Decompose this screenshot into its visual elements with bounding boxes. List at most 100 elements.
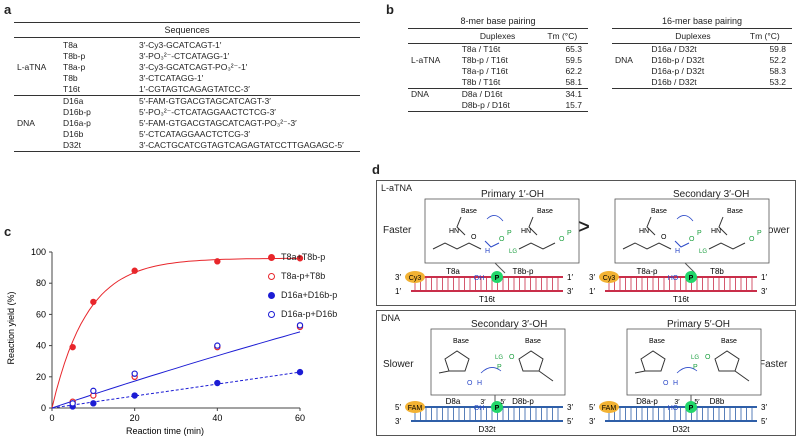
left-speed: Faster [383,225,412,236]
strand-end-label: 3′ [589,273,595,282]
duplex-name: D16b / D32t [648,77,738,89]
y-tick-label: 0 [41,403,46,413]
oligo-name: D16b-p [63,107,91,117]
oh-bond [674,240,690,248]
linker [528,216,538,236]
junction-label: 5′ [500,399,506,406]
right-title: Primary 5′-OH [667,319,730,330]
category-cell [14,84,60,96]
oligo-name: D16a [60,95,136,107]
h-label: H [485,248,490,255]
duplex-name: T8b-p / T16t [461,55,508,65]
legend-label: D16a-p+D16b [281,309,338,319]
dye-label: Cy3 [409,275,422,282]
x-tick-label: 60 [295,413,305,423]
sugar-ring [714,350,740,372]
tm-table-16mer-title: 16-mer base pairing [661,16,743,26]
y-tick-label: 60 [36,309,46,319]
structure-frame [430,328,566,396]
oligo-sequence: 1′-CGTAGTCAGAGTATCC-3′ [139,84,250,94]
structure-frame [614,198,770,264]
left-title: Primary 1′-OH [481,189,544,200]
category-cell: DNA [408,88,459,100]
y-axis-label: Reaction yield (%) [6,291,16,364]
p-label: P [697,230,702,237]
base-label: Base [453,338,469,345]
col-duplexes: Duplexes [648,28,738,44]
structure-frame [424,198,580,264]
hn-label: HN [449,228,459,235]
oligo-name: T8b-p [63,51,86,61]
category-cell [408,44,459,56]
sugar-ring [640,350,666,372]
category-cell [612,77,649,89]
oligo-sequence: 3′-Cy3-GCATCAGT-1′ [139,40,222,50]
linker [456,216,466,236]
hydroxyl-label: OH [474,275,485,282]
legend-marker [268,273,275,281]
backbone [432,242,482,250]
category-cell [612,66,648,77]
lg-label: LG [699,249,707,255]
strand-2-label: D8b-p [512,397,534,406]
legend-marker [268,254,275,262]
data-point [90,387,97,395]
strand-end-label: 5′ [589,403,595,412]
category-cell [612,44,648,56]
data-point [296,255,304,262]
data-point [131,370,138,377]
x-tick-label: 20 [130,413,140,423]
oh-bond [484,240,500,248]
sequence-table-header: Sequences [14,22,360,38]
phosphate-icon [685,271,697,283]
left-speed: Slower [383,359,414,370]
backbone [708,242,746,250]
y-tick-label: 100 [31,247,46,257]
linker [718,216,728,236]
arrow [676,215,694,222]
oligo-sequence: 3′-PO₃²⁻-CTCATAGG-1′ [139,51,230,61]
strand-end-label: 1′ [567,273,573,282]
duplex-name: T8a / T16t [461,44,501,54]
tm-value: 62.2 [565,66,582,76]
oligo-sequence: 3′-CTCATAGG-1′ [139,73,204,83]
tm-value: 15.7 [536,100,588,112]
dye-icon [405,271,425,283]
base-label: Base [721,338,737,345]
tm-value: 34.1 [536,88,588,100]
lg-label: LG [509,249,517,255]
duplex-name: D16a / D32t [651,44,697,54]
strand-end-label: 3′ [395,273,401,282]
legend-marker [268,311,275,319]
tm-value: 59.8 [769,44,786,54]
duplex-name: D8b-p / D16t [458,100,537,112]
structure-frame [626,328,762,396]
hn-label: HN [521,228,531,235]
category-cell [14,51,60,62]
legend-label: D16a+D16b-p [281,290,338,300]
data-point [131,267,138,274]
category-cell [14,73,60,84]
template-label: T16t [479,295,496,304]
duplex-name: D16a-p / D32t [651,66,705,76]
tm-table-8mer-title: 8-mer base pairing [460,16,536,26]
base-label: Base [525,338,541,345]
template-end-label: 3′ [567,287,573,296]
base-label: Base [727,208,743,215]
legend-marker [268,292,275,300]
table-row: D16a / D32t 59.8 [612,44,792,56]
category-cell [408,66,459,77]
strand-2-label: D8b [710,397,725,406]
category-cell [14,140,60,151]
right-speed: Faster [759,359,788,370]
